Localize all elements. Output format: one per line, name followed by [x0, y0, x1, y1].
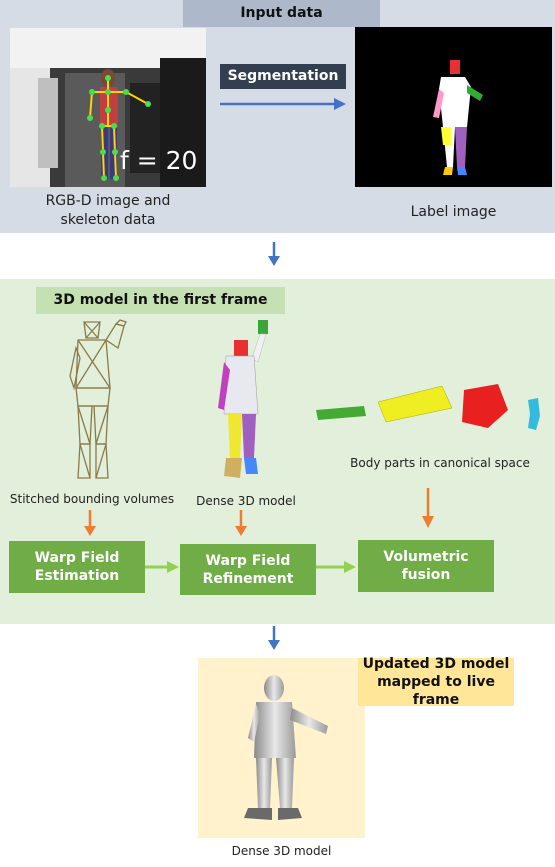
dense-model-output-figure	[244, 675, 328, 820]
segmentation-arrow	[220, 98, 346, 110]
orange-arrow-1	[84, 510, 96, 536]
segmentation-label: Segmentation	[220, 64, 346, 89]
warp-field-estimation-box: Warp Field Estimation	[9, 541, 145, 593]
green-arrow-1	[145, 561, 179, 573]
down-arrow-2	[268, 626, 280, 650]
output-caption: Dense 3D model	[231, 844, 332, 858]
input-data-title: Input data	[183, 0, 380, 27]
body-parts-figure	[316, 384, 540, 430]
bounding-volumes-figure	[69, 319, 127, 479]
green-arrow-2	[316, 561, 356, 573]
model-panel-title: 3D model in the first frame	[36, 287, 285, 314]
body-parts-caption: Body parts in canonical space	[350, 456, 530, 470]
output-panel-title: Updated 3D model mapped to live frame	[358, 656, 514, 708]
orange-arrow-3	[422, 488, 434, 528]
orange-arrow-2	[235, 510, 247, 536]
dense-model-caption: Dense 3D model	[196, 494, 296, 508]
frame-label: f = 20	[120, 146, 198, 175]
warp-field-refinement-box: Warp Field Refinement	[180, 544, 316, 595]
label-image	[355, 27, 552, 187]
skeleton-lines	[89, 78, 149, 179]
label-image-caption: Label image	[410, 204, 497, 220]
volumetric-fusion-box: Volumetric fusion	[358, 540, 494, 592]
rgbd-caption: RGB-D image and skeleton data	[45, 193, 171, 228]
rgbd-image	[10, 28, 206, 187]
dense-model-colored-figure	[218, 320, 268, 478]
down-arrow-1	[268, 242, 280, 266]
bounding-volumes-caption: Stitched bounding volumes	[9, 492, 175, 506]
